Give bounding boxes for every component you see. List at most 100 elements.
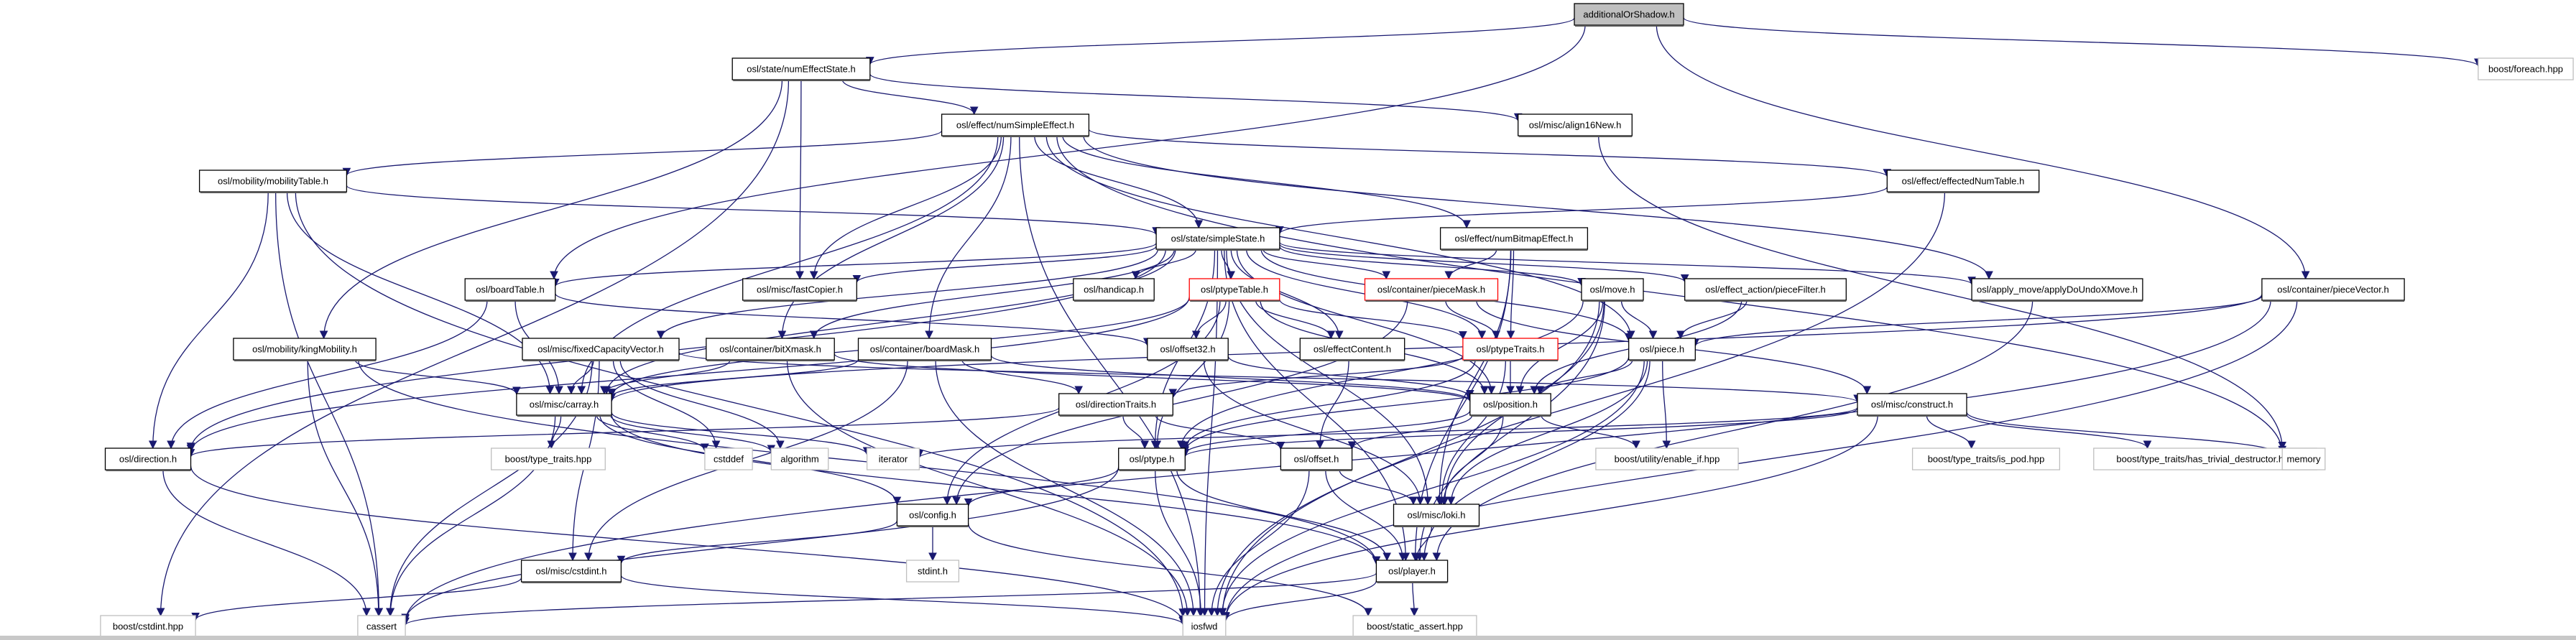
edge-ptypeTable-to-ptype: [1153, 300, 1230, 450]
node-pieceFilter[interactable]: osl/effect_action/pieceFilter.h: [1684, 278, 1847, 302]
node-label: iterator: [879, 453, 908, 464]
node-box: [905, 560, 960, 583]
edge-simpleState-to-bitXmask: [809, 249, 1175, 340]
node-ptypeTraits[interactable]: osl/ptypeTraits.h: [1462, 338, 1559, 361]
node-box: [2281, 447, 2326, 470]
node-box: [1393, 504, 1480, 527]
node-box: [866, 447, 920, 470]
edge-move-to-piece: [1620, 300, 1658, 340]
nodes-layer: additionalOrShadow.h osl/state/numEffectS…: [100, 3, 2574, 638]
node-carray[interactable]: osl/misc/carray.h: [516, 393, 612, 417]
node-numBitmapEffect[interactable]: osl/effect/numBitmapEffect.h: [1439, 227, 1589, 251]
edge-boardTable-to-offset32: [555, 292, 1152, 347]
node-label: osl/misc/cstdint.h: [536, 565, 607, 576]
node-config[interactable]: osl/config.h: [896, 504, 969, 527]
node-label: osl/effectContent.h: [1314, 343, 1391, 354]
node-iosfwd: iosfwd: [1182, 615, 1227, 638]
node-label: osl/direction.h: [119, 453, 177, 464]
node-ptypeTable[interactable]: osl/ptypeTable.h: [1188, 278, 1280, 302]
node-boostCstdint: boost/cstdint.hpp: [100, 615, 196, 638]
node-label: osl/misc/align16New.h: [1529, 119, 1622, 130]
edge-carray-to-cstddef: [596, 414, 709, 453]
node-ptype[interactable]: osl/ptype.h: [1118, 447, 1186, 471]
edge-fixedCapacityVector-to-carray: [567, 359, 594, 395]
edge-numSimpleEffect-to-numBitmapEffect: [1062, 135, 1471, 229]
node-directionTraits[interactable]: osl/directionTraits.h: [1058, 393, 1173, 417]
edge-simpleState-to-fastCopier: [852, 246, 1157, 284]
node-construct[interactable]: osl/misc/construct.h: [1857, 393, 1967, 417]
node-hasTrivialDestructor: boost/type_traits/has_trivial_destructor…: [2093, 447, 2317, 470]
node-effectedNumTable[interactable]: osl/effect/effectedNumTable.h: [1886, 170, 2040, 193]
edge-numSimpleEffect-to-mobilityTable: [342, 130, 943, 177]
node-label: osl/config.h: [909, 509, 956, 520]
edge-numSimpleEffect-to-simpleState: [1034, 135, 1204, 229]
edge-numSimpleEffect-to-memory: [1056, 135, 2286, 455]
node-applyDoUndo[interactable]: osl/apply_move/applyDoUndoXMove.h: [1971, 278, 2143, 302]
edge-carray-to-typeTraits: [547, 414, 562, 450]
node-label: osl/misc/fastCopier.h: [757, 284, 843, 295]
edge-ptypeTable-to-ptypeTraits: [1279, 299, 1467, 340]
edge-numEffectState-to-kingMobility: [319, 79, 783, 340]
edge-cstdint-to-boostCstdint: [191, 577, 522, 621]
node-label: boost/static_assert.hpp: [1367, 621, 1463, 631]
edge-carray-to-iterator: [611, 412, 872, 456]
node-effectContent[interactable]: osl/effectContent.h: [1299, 338, 1405, 361]
node-player[interactable]: osl/player.h: [1375, 560, 1449, 583]
node-box: [100, 615, 196, 638]
node-label: cstddef: [714, 453, 744, 464]
node-handicap[interactable]: osl/handicap.h: [1073, 278, 1155, 302]
node-cstdint[interactable]: osl/misc/cstdint.h: [520, 560, 622, 583]
node-box: [1299, 338, 1405, 361]
edge-move-to-iosfwd: [1213, 300, 1600, 617]
node-pieceVector[interactable]: osl/container/pieceVector.h: [2261, 278, 2405, 302]
edge-pieceFilter-to-piece: [1676, 300, 1748, 340]
node-align16New[interactable]: osl/misc/align16New.h: [1518, 113, 1633, 137]
node-fixedCapacityVector[interactable]: osl/misc/fixedCapacityVector.h: [522, 338, 680, 361]
node-label: osl/effect/numSimpleEffect.h: [956, 119, 1074, 130]
node-mobilityTable[interactable]: osl/mobility/mobilityTable.h: [198, 170, 348, 193]
node-simpleState[interactable]: osl/state/simpleState.h: [1155, 227, 1280, 251]
node-bitXmask[interactable]: osl/container/bitXmask.h: [706, 338, 835, 361]
bottom-border: [0, 636, 2576, 640]
node-piece[interactable]: osl/piece.h: [1628, 338, 1696, 361]
edge-player-to-iosfwd: [1222, 580, 1377, 622]
edge-pieceMask-to-config: [952, 300, 1408, 506]
node-offset32[interactable]: osl/offset32.h: [1147, 338, 1229, 361]
edge-numBitmapEffect-to-ptypeTraits: [1506, 249, 1515, 340]
node-kingMobility[interactable]: osl/mobility/kingMobility.h: [233, 338, 377, 361]
edge-construct-to-ptype: [1181, 407, 1858, 458]
edge-offset32-to-position: [1227, 356, 1474, 399]
edge-piece-to-ptype: [1181, 356, 1630, 453]
node-loki[interactable]: osl/misc/loki.h: [1393, 504, 1480, 527]
node-boardMask[interactable]: osl/container/boardMask.h: [857, 338, 992, 361]
node-box: [704, 447, 753, 470]
node-box: [770, 447, 829, 470]
node-root[interactable]: additionalOrShadow.h: [1574, 3, 1684, 27]
node-numSimpleEffect[interactable]: osl/effect/numSimpleEffect.h: [941, 113, 1090, 137]
node-direction[interactable]: osl/direction.h: [104, 447, 192, 471]
node-position[interactable]: osl/position.h: [1469, 393, 1551, 417]
node-box: [2478, 57, 2574, 80]
node-move[interactable]: osl/move.h: [1581, 278, 1644, 302]
edge-carray-to-player: [611, 413, 1381, 565]
node-numEffectState[interactable]: osl/state/numEffectState.h: [731, 57, 871, 81]
node-box: [1118, 447, 1186, 470]
node-fastCopier[interactable]: osl/misc/fastCopier.h: [742, 278, 857, 302]
node-label: osl/state/numEffectState.h: [747, 63, 856, 74]
edge-position-to-enableIf: [1541, 414, 1640, 450]
edge-ptype-to-player: [1176, 469, 1391, 562]
edge-carray-to-cassert: [386, 414, 556, 617]
edge-boardMask-to-directionTraits: [961, 359, 1083, 395]
edge-fixedCapacityVector-to-construct: [678, 352, 1862, 403]
node-box: [1469, 393, 1551, 416]
node-offset[interactable]: osl/offset.h: [1280, 447, 1353, 471]
node-label: cassert: [366, 621, 397, 631]
node-label: osl/misc/fixedCapacityVector.h: [537, 343, 664, 354]
edge-fixedCapacityVector-to-cstddef: [612, 359, 721, 450]
edge-bitXmask-to-carray: [600, 359, 731, 395]
node-pieceMask[interactable]: osl/container/pieceMask.h: [1364, 278, 1499, 302]
edge-kingMobility-to-cassert: [307, 359, 383, 617]
edge-boardTable-to-direction: [167, 300, 488, 450]
node-boardTable[interactable]: osl/boardTable.h: [464, 278, 556, 302]
edge-ptype-to-iosfwd: [1155, 469, 1206, 617]
